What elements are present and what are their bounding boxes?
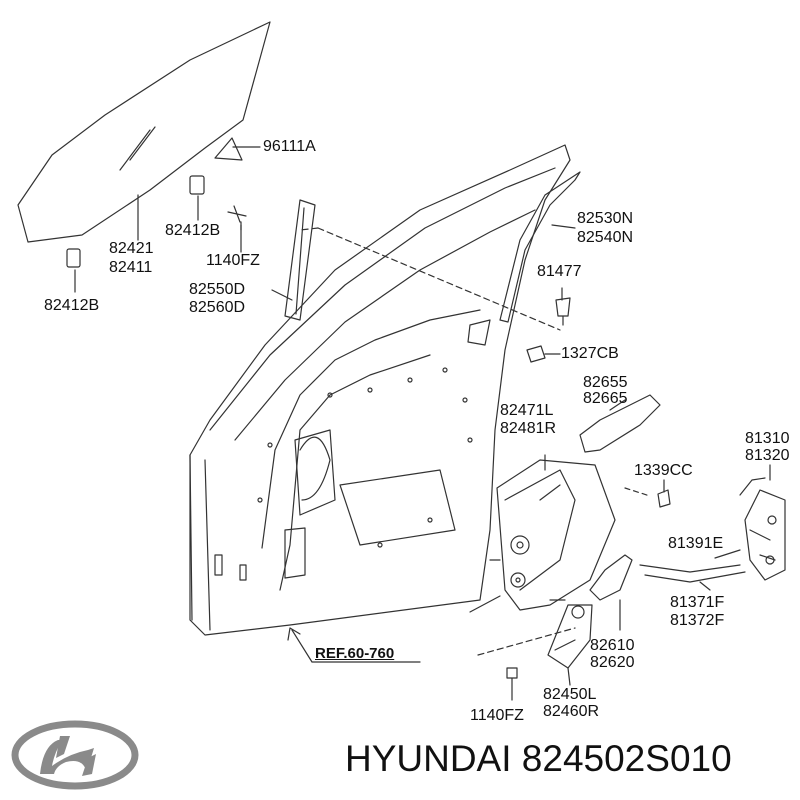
door-panel (189, 144, 571, 636)
label-1140fz-bottom: 1140FZ (470, 707, 524, 724)
reference-label: REF.60-760 (315, 645, 395, 662)
label-82665: 82665 (583, 390, 628, 407)
bolt-part-bottom (506, 667, 518, 701)
door-glass (17, 21, 271, 243)
label-82421: 82421 (109, 240, 154, 257)
inside-handle-part (589, 554, 633, 601)
screw-part-1339cc (657, 489, 671, 508)
door-latch-part (739, 477, 786, 581)
weather-strip-part (499, 171, 581, 323)
window-regulator-part (469, 459, 616, 613)
bolt-part-top (227, 205, 247, 231)
label-81372f: 81372F (670, 612, 725, 629)
nut-part-1327cb (526, 345, 546, 363)
label-82620: 82620 (590, 654, 635, 671)
leader-81391e (714, 549, 741, 559)
label-81391e: 81391E (668, 535, 724, 552)
label-82610: 82610 (590, 637, 635, 654)
label-82481r: 82481R (500, 420, 557, 437)
dashed-line-channel (317, 227, 561, 331)
label-82412b-left: 82412B (44, 297, 100, 314)
label-82655: 82655 (583, 374, 628, 391)
label-81320: 81320 (745, 447, 790, 464)
brand-part-number: HYUNDAI 824502S010 (345, 738, 732, 779)
leader-82655 (609, 399, 626, 411)
ref-arrowhead (287, 627, 301, 641)
label-82540n: 82540N (577, 229, 634, 246)
clip-part-left (66, 248, 81, 268)
dashed-line-1339cc (624, 487, 651, 497)
leader-82550d (271, 289, 293, 301)
label-82550d: 82550D (189, 281, 246, 298)
label-81371f: 81371F (670, 594, 725, 611)
label-81477: 81477 (537, 263, 582, 280)
handle-bracket-part (579, 394, 661, 453)
mirror-patch-part (214, 137, 243, 161)
bolt-part-81477 (555, 297, 571, 326)
hyundai-logo-icon (11, 720, 139, 790)
latch-cable-part (639, 564, 746, 583)
window-motor-part (547, 604, 593, 669)
label-1327cb: 1327CB (561, 345, 619, 362)
leader-81371f (699, 581, 711, 591)
label-82412b-top: 82412B (165, 222, 221, 239)
label-81310: 81310 (745, 430, 790, 447)
label-82471l: 82471L (500, 402, 554, 419)
clip-part-top (189, 175, 205, 195)
label-1339cc: 1339CC (634, 462, 693, 479)
label-82450l: 82450L (543, 686, 597, 703)
glass-channel-part (284, 199, 316, 321)
label-82411: 82411 (109, 259, 153, 276)
dashed-line-motor (477, 627, 576, 656)
label-82530n: 82530N (577, 210, 634, 227)
label-82560d: 82560D (189, 299, 246, 316)
leader-82450l (567, 667, 571, 686)
label-96111a: 96111A (263, 138, 316, 155)
label-82460r: 82460R (543, 703, 600, 720)
leader-82530n (551, 224, 576, 229)
label-1140fz-top: 1140FZ (206, 252, 260, 269)
leader-ref (291, 629, 421, 663)
dashed-line-channel-end (299, 227, 319, 231)
